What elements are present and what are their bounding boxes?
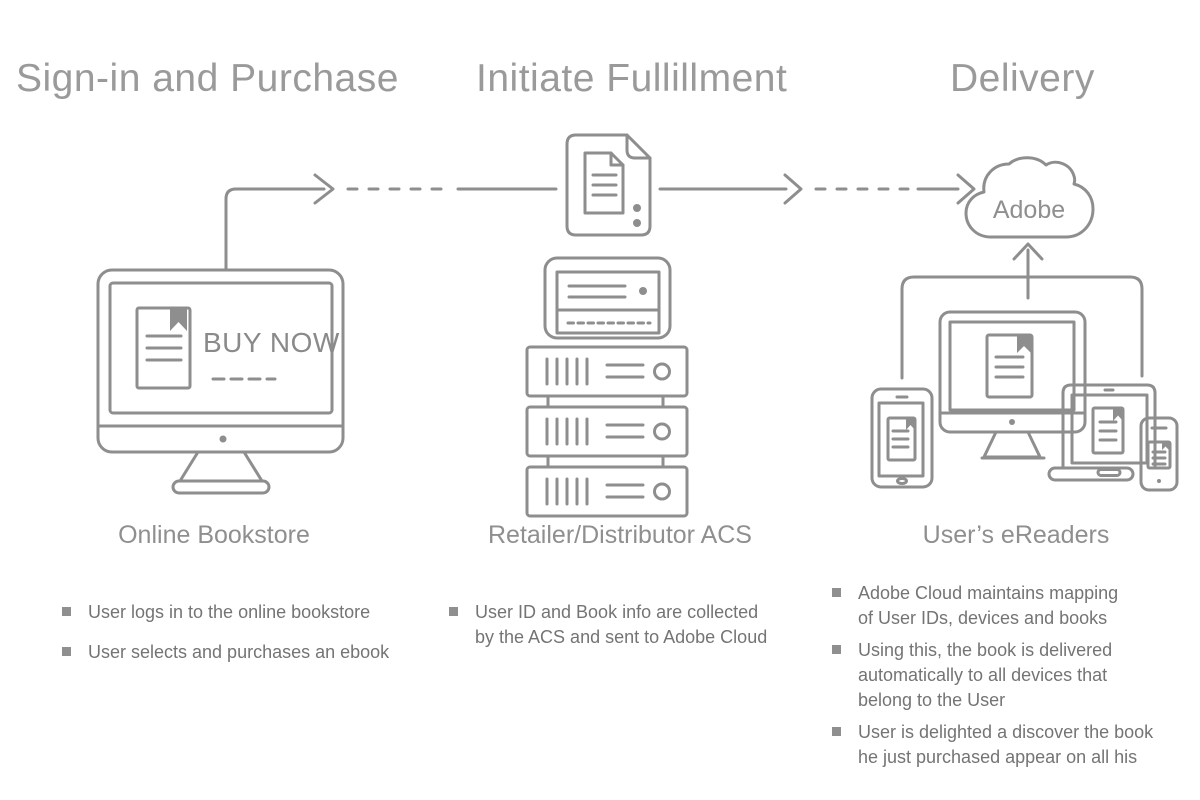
- monitor-ebook-bookmark-icon: [1017, 335, 1031, 353]
- section-title-initiate-fulfillment: Initiate Fullillment: [476, 57, 788, 100]
- server-unit-2: [525, 405, 689, 458]
- bullet-item: User selects and purchases an ebook: [62, 640, 422, 665]
- inner-document: [583, 151, 625, 215]
- cloud-icon: [964, 156, 1095, 239]
- document-file-icon: [565, 133, 652, 237]
- cloud-outline: [964, 156, 1095, 239]
- router-outer: [543, 256, 672, 340]
- ebook-icon: [135, 306, 192, 390]
- tablet-ebook-icon: [886, 416, 917, 462]
- smartphone-ebook-lines: [1151, 450, 1167, 466]
- bullet-item: Using this, the book is delivered automa…: [832, 638, 1198, 713]
- section-title-signin-purchase: Sign-in and Purchase: [16, 57, 399, 100]
- laptop-screen: [1061, 383, 1157, 470]
- server-2-lines: [605, 423, 645, 439]
- bullet-item: User ID and Book info are collected by t…: [449, 600, 809, 650]
- tablet-ebook-lines: [891, 429, 910, 449]
- monitor-stand: [178, 450, 264, 483]
- label-users-ereaders: User’s eReaders: [922, 521, 1110, 549]
- label-online-bookstore: Online Bookstore: [118, 521, 310, 549]
- monitor-screen: [108, 281, 334, 415]
- smartphone-ebook-icon: [1146, 440, 1172, 470]
- server-1-knob: [653, 362, 671, 381]
- laptop-trackpad-notch: [1096, 468, 1122, 477]
- delivery-bullet-list: Adobe Cloud maintains mapping of User ID…: [832, 581, 1198, 777]
- devices-bracket: [900, 275, 1144, 380]
- router-lines: [567, 284, 627, 299]
- monitor-ebook-icon: [985, 333, 1034, 399]
- laptop-ebook-lines: [1098, 420, 1118, 442]
- tablet-home-button: [896, 477, 908, 485]
- devices-monitor-dot: [1009, 419, 1015, 425]
- server-1-vents: [545, 357, 589, 386]
- ebook-bookmark-icon: [170, 308, 187, 331]
- server-3-lines: [605, 483, 645, 499]
- inner-document-lines: [591, 173, 618, 197]
- laptop-screen-inner: [1070, 393, 1149, 465]
- server-2-vents: [545, 417, 589, 446]
- laptop-base: [1047, 466, 1135, 482]
- tablet-ebook-bookmark-icon: [906, 418, 915, 430]
- laptop-ebook-icon: [1091, 406, 1125, 455]
- server-legs: [546, 394, 665, 469]
- smartphone-ebook-bookmark-icon: [1162, 442, 1169, 450]
- buy-now-button[interactable]: BUY NOW: [203, 327, 340, 358]
- arrowhead-right-2-icon: [783, 173, 803, 205]
- bullet-item: User is delighted a discover the book he…: [832, 720, 1198, 770]
- document-dot-1: [633, 204, 641, 212]
- server-1-lines: [605, 363, 645, 379]
- bullet-item: Adobe Cloud maintains mapping of User ID…: [832, 581, 1198, 631]
- arrowhead-right-1-icon: [313, 173, 335, 205]
- server-unit-3: [525, 465, 689, 518]
- monitor-power-dot: [219, 435, 227, 443]
- monitor-base: [171, 479, 271, 495]
- server-3-vents: [545, 477, 589, 506]
- desktop-monitor-icon: [96, 268, 345, 495]
- router-panel: [555, 270, 661, 335]
- tablet-icon: [870, 387, 934, 489]
- arrowhead-right-3-icon: [956, 173, 976, 205]
- monitor-ebook-lines: [994, 355, 1025, 379]
- ebook-text-lines: [145, 334, 183, 362]
- document-dot-2: [633, 219, 641, 227]
- label-retailer-distributor-acs: Retailer/Distributor ACS: [488, 521, 752, 549]
- server-unit-1: [525, 345, 689, 398]
- devices-monitor-screen: [948, 320, 1076, 412]
- inner-document-fold: [609, 151, 625, 167]
- fulfillment-bullet-list: User ID and Book info are collected by t…: [449, 600, 809, 650]
- bullet-item: User logs in to the online bookstore: [62, 600, 422, 625]
- ereader-devices-icon: [870, 310, 1179, 492]
- smartphone-home-dot: [1157, 479, 1161, 483]
- server-2-knob: [653, 422, 671, 441]
- arrowhead-up-icon: [1012, 242, 1044, 261]
- server-stack-icon: [525, 256, 689, 518]
- arrow-from-bookstore: [224, 187, 326, 272]
- tablet-screen: [877, 401, 925, 478]
- document-fold: [625, 133, 652, 160]
- section-title-delivery: Delivery: [950, 57, 1095, 100]
- smartphone-icon: [1139, 416, 1179, 492]
- laptop-ebook-bookmark-icon: [1113, 408, 1123, 421]
- server-3-knob: [653, 482, 671, 501]
- purchase-bullet-list: User logs in to the online bookstore Use…: [62, 600, 422, 680]
- devices-monitor-stand: [982, 430, 1042, 459]
- document-page: [565, 133, 652, 237]
- cloud-label: Adobe: [992, 196, 1066, 224]
- router-led-dot: [639, 287, 647, 295]
